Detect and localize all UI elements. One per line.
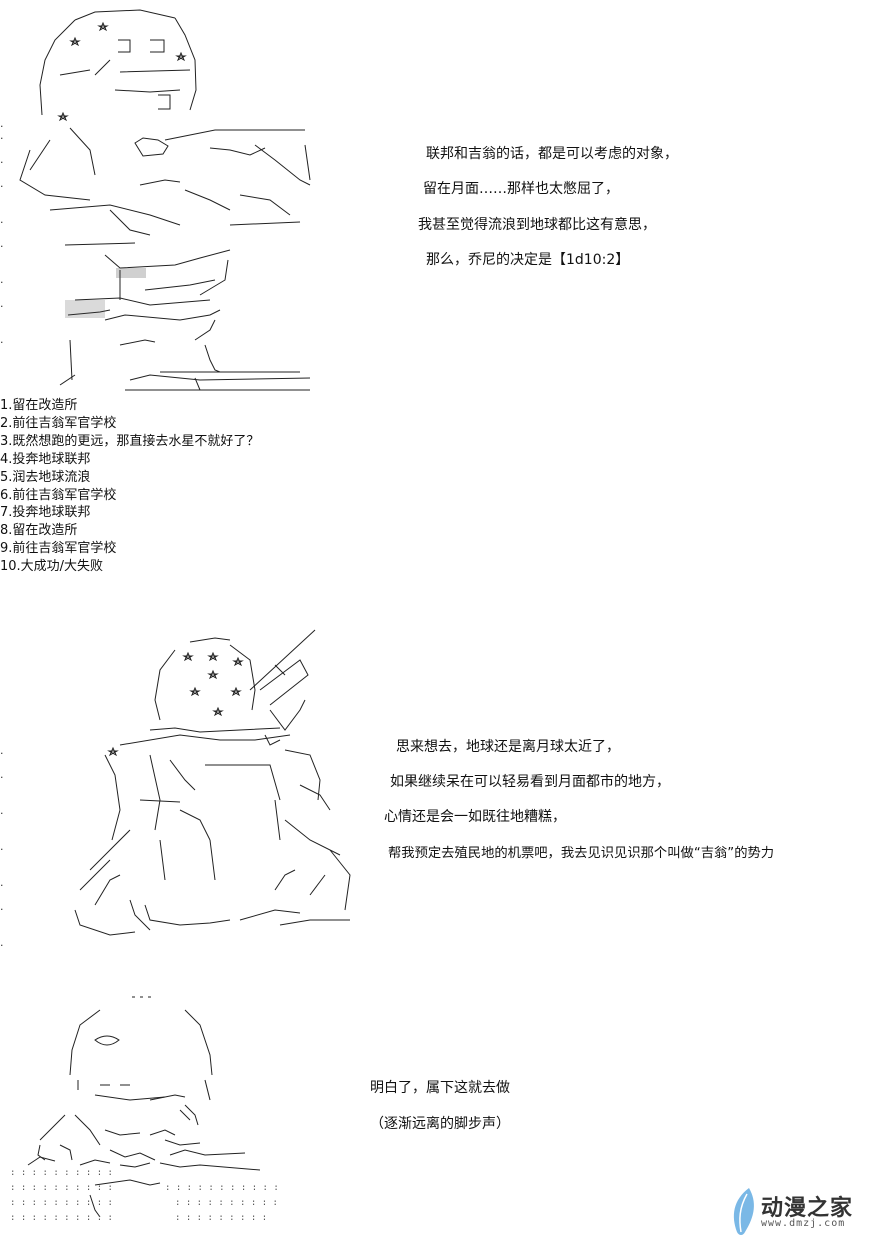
- ascii-art-character-1: [0, 0, 330, 395]
- dialogue-line: 心情还是会一如既往地糟糕，: [384, 809, 566, 825]
- svg-text:: : : : : : : : : :: : : : : : : : : : :: [10, 1213, 113, 1223]
- dialogue-line: 如果继续呆在可以轻易看到月面都市的地方，: [390, 774, 670, 790]
- choice-item: 8.留在改造所: [0, 523, 78, 539]
- choice-item: 7.投奔地球联邦: [0, 505, 91, 521]
- watermark-url: www.dmzj.com: [761, 1218, 846, 1229]
- dialogue-line: 思来想去，地球还是离月球太近了，: [396, 739, 620, 755]
- ascii-art-character-3: : : : : : : : : : : : : : : : : : : : : …: [0, 985, 280, 1225]
- choice-item: 1.留在改造所: [0, 398, 78, 413]
- choice-item: 2.前往吉翁军官学校: [0, 415, 117, 431]
- dialogue-line: 留在月面……那样也太憋屈了，: [423, 181, 619, 197]
- panel-1: ......... 联邦和吉翁的话，都是可以考虑的对象， 留在月面……那样也太憋…: [0, 0, 881, 590]
- choice-item: 4.投奔地球联邦: [0, 451, 91, 467]
- choice-item: 3.既然想跑的更远，那直接去水星不就好了？: [0, 433, 260, 449]
- dialogue-line: （逐渐远离的脚步声）: [370, 1116, 510, 1132]
- svg-text:: : : : : : : : : :: : : : : : : : : : :: [10, 1168, 113, 1178]
- leaf-logo-icon: [729, 1186, 761, 1242]
- svg-text:: : : : : : : : : :: : : : : : : : : : :: [10, 1198, 113, 1208]
- dialogue-line: 我甚至觉得流浪到地球都比这有意思，: [418, 217, 656, 233]
- margin-dots: .......: [0, 744, 4, 949]
- panel-3: : : : : : : : : : : : : : : : : : : : : …: [0, 975, 881, 1250]
- dialogue-line: 那么，乔尼的决定是【1d10:2】: [426, 252, 630, 268]
- choice-item: 9.前往吉翁军官学校: [0, 541, 117, 557]
- choice-item: 10.大成功/大失败: [0, 559, 104, 575]
- watermark-name: 动漫之家: [761, 1196, 854, 1221]
- svg-text:: : : : : : : : : : : :: : : : : : : : : : : : :: [165, 1183, 280, 1193]
- svg-text:: : : : : : : : :: : : : : : : : : :: [175, 1213, 267, 1223]
- svg-text:: : : : : : : : : :: : : : : : : : : : :: [10, 1183, 113, 1193]
- site-watermark: 动漫之家 www.dmzj.com: [721, 1186, 871, 1242]
- choice-item: 5.润去地球流浪: [0, 469, 91, 485]
- dialogue-line: 明白了，属下这就去做: [370, 1080, 510, 1096]
- dialogue-line: 帮我预定去殖民地的机票吧，我去见识见识那个叫做“吉翁”的势力: [388, 846, 775, 861]
- margin-dots: .........: [0, 117, 4, 346]
- svg-text:: : : : : : : : : :: : : : : : : : : : :: [175, 1198, 278, 1208]
- ascii-art-character-2: [40, 620, 370, 950]
- choice-list: 1.留在改造所 2.前往吉翁军官学校 3.既然想跑的更远，那直接去水星不就好了？…: [0, 397, 259, 576]
- panel-2: ....... 思来想去，地球还是离月球太近了， 如果继续呆在可以轻易看到月面都…: [0, 600, 881, 960]
- choice-item: 6.前往吉翁军官学校: [0, 487, 117, 503]
- dialogue-line: 联邦和吉翁的话，都是可以考虑的对象，: [426, 146, 678, 162]
